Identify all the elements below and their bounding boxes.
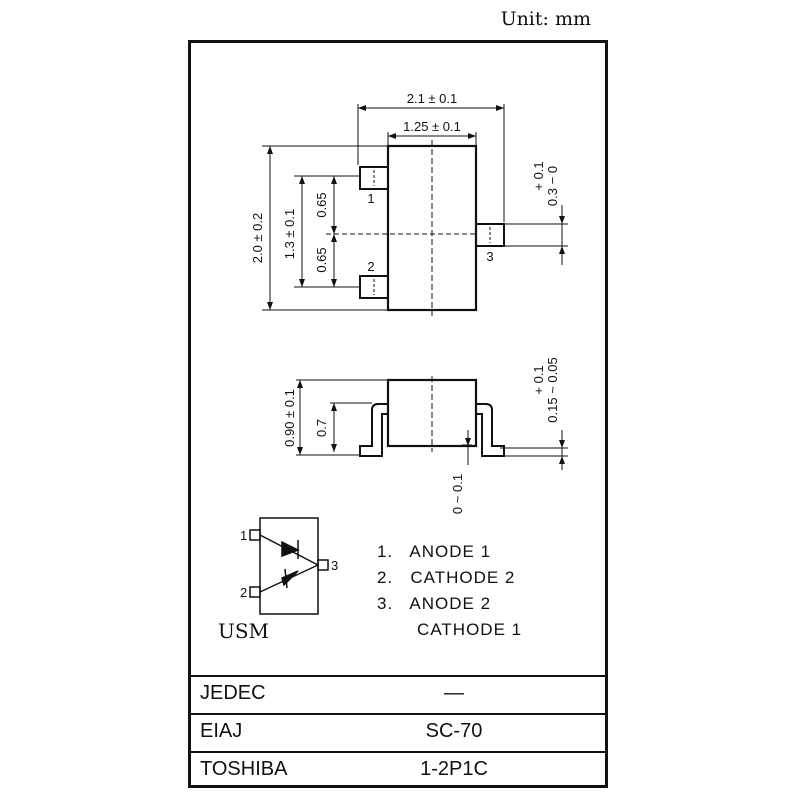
dim-body-width: 1.25 ± 0.1 xyxy=(403,119,461,134)
dim-lead-width-tol: + 0.1 xyxy=(531,161,546,190)
standards-row-eiaj: EIAJ SC-70 xyxy=(188,713,608,749)
diode-1-icon xyxy=(281,540,300,558)
lead-1 xyxy=(359,166,389,190)
unit-label: Unit: mm xyxy=(500,8,591,30)
standard-label: JEDEC xyxy=(200,682,266,704)
dim-pitch-lower: 0.65 xyxy=(314,247,329,272)
dim-standoff: 0 ~ 0.1 xyxy=(450,474,465,514)
dim-lead-thickness-tol: + 0.1 xyxy=(531,365,546,394)
diode-2-icon xyxy=(281,570,299,587)
standards-row-toshiba: TOSHIBA 1-2P1C xyxy=(188,751,608,787)
side-lead-left xyxy=(359,403,388,457)
package-name: USM xyxy=(218,619,269,643)
dim-width-total: 2.1 ± 0.1 xyxy=(407,91,458,106)
schematic-symbol xyxy=(249,517,329,615)
dim-side-height: 0.90 ± 0.1 xyxy=(282,389,297,447)
pin-label-1: 1 xyxy=(367,191,374,206)
lead-3 xyxy=(475,223,505,247)
standard-value: — xyxy=(444,682,464,704)
schematic-pin-1: 1 xyxy=(240,528,247,543)
pin-label-3: 3 xyxy=(486,249,493,264)
pin-legend-1: 1. ANODE 1 xyxy=(377,542,491,561)
dim-height-total: 2.0 ± 0.2 xyxy=(250,213,265,264)
drawing-frame xyxy=(188,40,608,788)
standard-label: TOSHIBA xyxy=(200,758,288,780)
pin-legend-2: 2. CATHODE 2 xyxy=(377,568,515,587)
pin-label-2: 2 xyxy=(367,259,374,274)
dim-side-inner: 0.7 xyxy=(314,419,329,437)
pin-legend-3: 3. ANODE 2 xyxy=(377,594,491,613)
standard-value: 1-2P1C xyxy=(420,758,488,780)
standards-row-jedec: JEDEC — xyxy=(188,675,608,711)
dim-pin-span: 1.3 ± 0.1 xyxy=(282,209,297,260)
dim-lead-width-nom: 0.3 − 0 xyxy=(545,166,560,206)
schematic-pin-2: 2 xyxy=(240,585,247,600)
schematic-pin-3: 3 xyxy=(331,558,338,573)
dim-lead-thickness-nom: 0.15 ~ 0.05 xyxy=(545,357,560,422)
side-lead-right xyxy=(476,403,505,457)
standard-value: SC-70 xyxy=(425,720,483,742)
pin-legend-4: CATHODE 1 xyxy=(377,620,522,639)
standard-label: EIAJ xyxy=(200,720,243,742)
dim-pitch-upper: 0.65 xyxy=(314,192,329,217)
